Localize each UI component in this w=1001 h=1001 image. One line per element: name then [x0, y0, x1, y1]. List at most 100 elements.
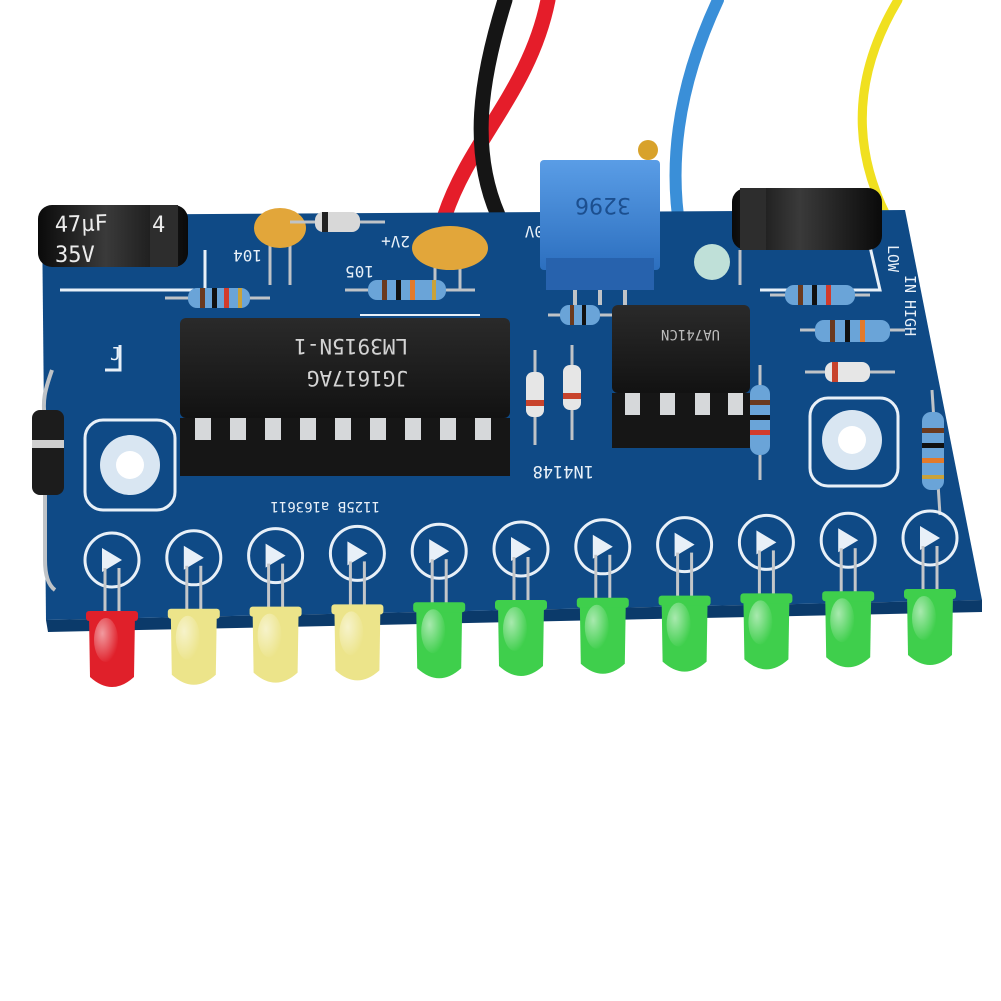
led-rim	[331, 604, 384, 615]
led-yellow	[247, 527, 305, 683]
led-green	[901, 509, 959, 665]
cap-small-stripe	[740, 188, 766, 250]
led-red	[83, 531, 141, 687]
led-yellow	[165, 529, 223, 685]
led-footprint	[165, 529, 223, 587]
led-rim	[167, 608, 220, 619]
diode-1n4148-b	[563, 345, 581, 440]
vin-label: 2V+	[381, 232, 410, 251]
led-footprint	[492, 520, 550, 578]
led-green	[737, 513, 795, 670]
ic-opamp-body	[612, 305, 750, 393]
resistor	[548, 305, 612, 325]
cap-small-body	[732, 188, 882, 250]
hole-right-outline	[808, 396, 900, 488]
led-rim	[904, 589, 956, 599]
led-footprint	[574, 518, 632, 576]
led-footprint	[656, 516, 714, 574]
resistor	[770, 285, 870, 305]
hole-left	[116, 451, 144, 479]
ic-opamp: UA741CN	[612, 305, 750, 448]
wires	[437, 0, 905, 245]
led-rim	[249, 606, 302, 617]
diode-top-band	[322, 212, 328, 232]
led-rim	[658, 595, 711, 606]
led-rim	[822, 591, 875, 602]
trimmer-potentiometer: 3296	[540, 140, 660, 305]
diode-label: 1N4148	[533, 461, 594, 481]
led-highlight	[584, 604, 609, 649]
mounting-hole-right	[808, 396, 900, 488]
led-highlight	[257, 613, 282, 658]
trimpot-screw	[638, 140, 658, 160]
led-polarity-mark	[183, 545, 204, 570]
hole-left-outline	[83, 418, 177, 512]
cap-large-digit: 4	[152, 213, 165, 238]
led-green	[574, 518, 632, 674]
led-highlight	[912, 596, 936, 640]
led-green	[656, 516, 714, 672]
silk-j-mark	[105, 345, 122, 372]
led-footprint	[901, 509, 959, 567]
led-footprint	[247, 527, 305, 585]
led-polarity-mark	[674, 532, 695, 557]
ic-lm3915-code: JG1617AG	[307, 366, 408, 390]
led-polarity-mark	[102, 548, 122, 572]
resistor	[800, 320, 905, 342]
led-highlight	[94, 618, 118, 662]
electrolytic-capacitor-small	[732, 188, 882, 285]
led-rim	[413, 602, 466, 613]
cap104-body	[254, 208, 306, 248]
mode-high-label: HIGH	[901, 300, 919, 336]
ic-opamp-pins	[625, 393, 743, 415]
mode-input-label: IN	[901, 275, 919, 293]
led-footprint	[819, 511, 877, 569]
resistor	[750, 365, 770, 480]
mounting-hole-left	[83, 418, 177, 512]
led-highlight	[748, 600, 773, 645]
led-rim	[740, 593, 793, 604]
trimpot-body	[540, 160, 660, 270]
resistor	[165, 288, 270, 308]
led-highlight	[666, 602, 691, 647]
ic-lm3915: LM3915N-1 JG1617AG	[180, 318, 510, 476]
wire-blue	[669, 0, 724, 236]
hole-right	[838, 426, 866, 454]
electrolytic-capacitor-large: 47μF 4 35V	[38, 205, 188, 268]
resistor	[345, 280, 475, 300]
led-footprint	[83, 531, 141, 589]
led-polarity-mark	[511, 537, 531, 561]
led-highlight	[503, 607, 527, 651]
led-footprint	[410, 522, 468, 580]
ground-label: 0V	[524, 222, 544, 241]
j-mark: J	[110, 344, 121, 365]
led-highlight	[339, 611, 364, 656]
mode-low-label: LOW	[884, 245, 902, 273]
ceramic-capacitor-105: 105 2V+	[345, 226, 488, 290]
resistor	[922, 389, 944, 516]
led-highlight	[830, 598, 855, 643]
cap-large-stripe	[150, 205, 178, 267]
led-green	[819, 511, 877, 668]
led-green	[410, 522, 468, 679]
led-polarity-mark	[838, 528, 859, 553]
ic-opamp-code: UA741CN	[661, 326, 720, 342]
led-highlight	[421, 609, 446, 654]
led-polarity-mark	[347, 541, 368, 566]
led-polarity-mark	[920, 526, 940, 550]
ic-lm3915-part: LM3915N-1	[294, 334, 408, 358]
diode-left	[32, 369, 64, 592]
cap105-marking: 105	[345, 262, 374, 281]
led-yellow	[328, 524, 386, 681]
led-rim	[86, 611, 138, 621]
led-footprint	[737, 513, 795, 571]
bead-capacitor	[694, 244, 730, 280]
led-polarity-mark	[265, 543, 286, 568]
cap-large-value: 47μF	[54, 211, 108, 238]
led-polarity-mark	[592, 534, 613, 559]
led-rim	[576, 597, 629, 608]
cap105-body	[412, 226, 488, 270]
led-row	[83, 509, 959, 687]
ic-lm3915-body	[180, 318, 510, 418]
